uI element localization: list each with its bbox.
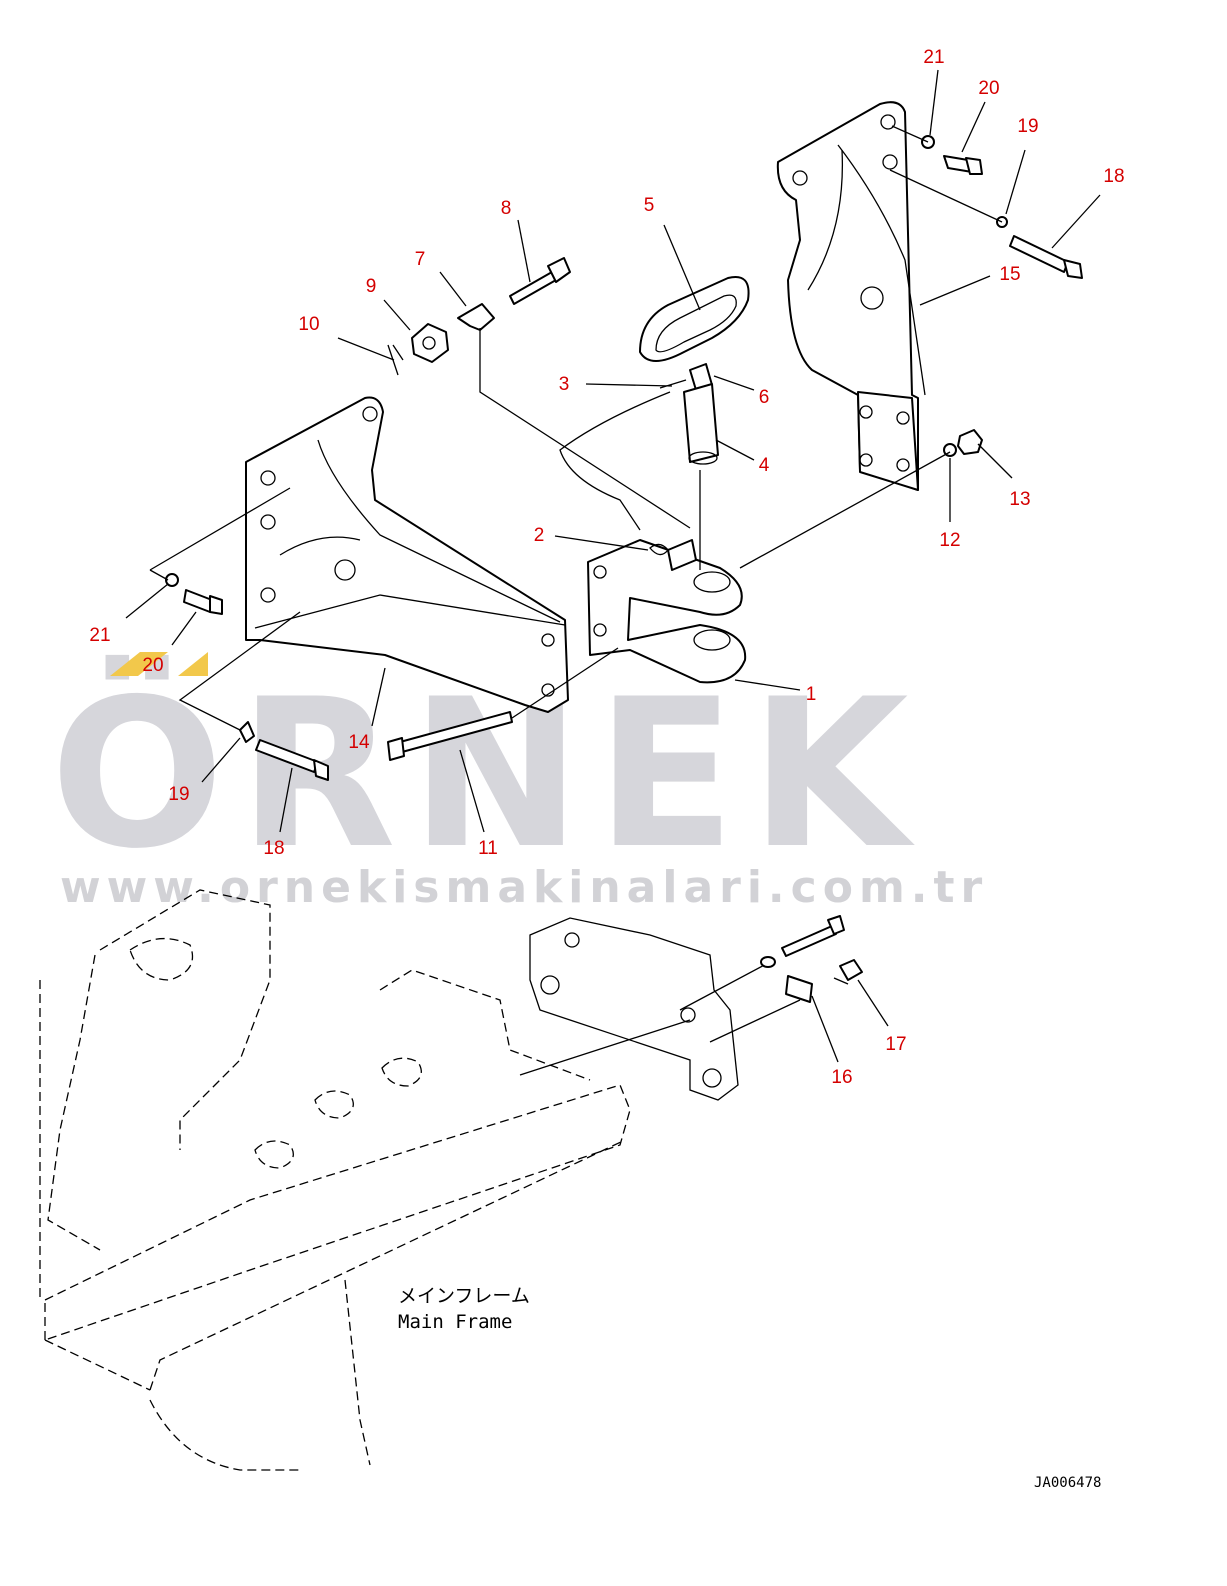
leader-lines bbox=[125, 69, 1101, 1063]
callout-2: 2 bbox=[534, 525, 545, 546]
watermark: ÖRNEK www.ornekismakinalari.com.tr bbox=[50, 652, 988, 913]
callout-12: 12 bbox=[939, 530, 960, 551]
callout-21-top: 21 bbox=[923, 47, 944, 68]
callout-20-left: 20 bbox=[142, 655, 163, 676]
callout-5: 5 bbox=[644, 195, 655, 216]
watermark-brand: ÖRNEK bbox=[50, 655, 923, 894]
callout-7: 7 bbox=[415, 249, 426, 270]
callout-19-left: 19 bbox=[168, 784, 189, 805]
callout-9: 9 bbox=[366, 276, 377, 297]
callout-10: 10 bbox=[298, 314, 319, 335]
watermark-accent-left bbox=[110, 652, 168, 676]
drawbar-hitch bbox=[587, 539, 747, 684]
callout-20-top: 20 bbox=[978, 78, 999, 99]
callout-6: 6 bbox=[759, 387, 770, 408]
callout-17: 17 bbox=[885, 1034, 906, 1055]
assembly-lines bbox=[149, 125, 1003, 1076]
watermark-accent-right bbox=[178, 652, 208, 676]
callout-13: 13 bbox=[1009, 489, 1030, 510]
callout-14: 14 bbox=[348, 732, 370, 753]
callout-1: 1 bbox=[806, 684, 817, 705]
frame-label-en: Main Frame bbox=[398, 1311, 512, 1333]
callout-4: 4 bbox=[759, 455, 770, 476]
callout-18-left: 18 bbox=[263, 838, 284, 859]
watermark-url: www.ornekismakinalari.com.tr bbox=[60, 862, 988, 913]
callout-19-top: 19 bbox=[1017, 116, 1038, 137]
callout-8: 8 bbox=[501, 198, 512, 219]
bracket-left bbox=[245, 396, 569, 713]
frame-label-jp: メインフレーム bbox=[398, 1285, 530, 1307]
callout-3: 3 bbox=[559, 374, 570, 395]
callout-16: 16 bbox=[831, 1067, 852, 1088]
callout-11: 11 bbox=[478, 838, 498, 859]
callout-18-top: 18 bbox=[1103, 166, 1124, 187]
fasteners bbox=[165, 135, 1083, 1003]
bracket-right bbox=[776, 101, 926, 491]
callouts: 21 20 19 18 15 13 12 8 7 9 10 5 3 6 4 2 … bbox=[89, 47, 1124, 1088]
callout-15: 15 bbox=[999, 264, 1020, 285]
main-frame bbox=[39, 889, 845, 1471]
drawing-code: JA006478 bbox=[1034, 1475, 1101, 1491]
callout-21-left: 21 bbox=[89, 625, 110, 646]
hitch-pin bbox=[639, 276, 750, 465]
